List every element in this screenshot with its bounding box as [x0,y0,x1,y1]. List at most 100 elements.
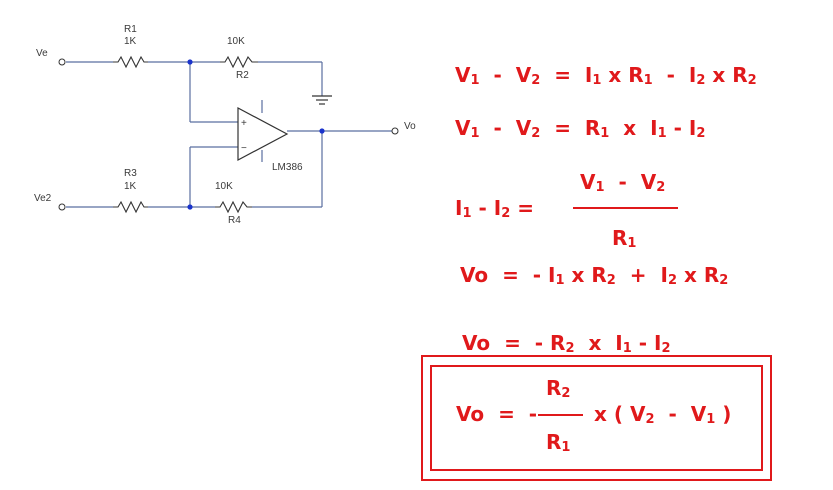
final-vo-lhs: Vo = - [456,404,537,424]
eq1-times1: x [608,63,622,87]
junction-node-a [187,59,193,65]
final-fraction-bar [538,414,583,416]
eq3-i1-sub: 1 [462,206,472,221]
eq1-r1: R [628,63,644,87]
resistor-r3 [113,200,148,214]
resistor-r2 [220,55,258,69]
label-r1-name: R1 [124,24,137,35]
label-r1-value: 1K [124,36,137,47]
eq3-num-v1: V [580,170,596,194]
eq5-times: x [588,331,602,355]
final-neg: - [528,402,538,426]
eq1-i2-sub: 2 [696,73,706,88]
ground-icon [312,95,332,105]
eq5-i2: I [654,331,662,355]
final-equation-outer-box [421,355,772,481]
eq2-minus2: - [673,116,682,140]
eq4-vo: Vo [460,263,489,287]
eq2-equals: = [554,116,571,140]
eq1-v1-sub: 1 [470,73,480,88]
opamp-plus-sign: + [241,118,247,129]
eq5-r: R [550,331,566,355]
eq5-neg: - [534,331,544,355]
final-v2-sub: 2 [645,412,655,427]
eq3-num-v2: V [640,170,657,194]
eq3-equals: = [517,196,534,220]
eq1-r1-sub: 1 [643,73,653,88]
final-rhs: x ( V2 - V1 ) [594,402,732,427]
equation-3-lhs: I1 - I2 = [455,196,534,221]
eq1-v2-sub: 2 [531,73,541,88]
eq3-fraction-bar [573,207,678,209]
eq3-num-minus: - [618,170,627,194]
eq4-r2a-sub: 2 [606,273,616,288]
eq2-i2-sub: 2 [696,126,706,141]
resistor-r1 [113,55,148,69]
eq5-i2-sub: 2 [661,341,671,356]
eq1-r2-sub: 2 [747,73,757,88]
eq1-i1-sub: 1 [592,73,602,88]
final-denominator: R1 [546,432,570,454]
label-r3-name: R3 [124,168,137,179]
eq2-v1: V [455,116,471,140]
eq4-r2b: R [703,263,720,287]
eq2-i2: I [688,116,697,140]
eq1-i1: I [584,63,593,87]
final-equation-inner-box [430,365,763,471]
junction-node-b [187,204,193,210]
eq5-i1: I [615,331,623,355]
eq4-i2-sub: 2 [667,273,677,288]
op-amp-circuit-diagram: Ve Ve2 Vo R1 1K 10K R2 R3 1K 10K R4 + − … [34,24,416,226]
label-opamp-model: LM386 [272,162,303,173]
final-v2: V [629,402,646,426]
final-rparen: ) [722,402,732,426]
eq1-minus2: - [666,63,675,87]
eq2-r1: R [584,116,601,140]
eq2-v2: V [515,116,532,140]
label-r2-name: R2 [236,70,249,81]
equation-2: V1 - V2 = R1 x I1 - I2 [455,116,706,141]
eq5-r-sub: 2 [565,341,575,356]
eq3-i1: I [455,196,463,220]
final-times: x [594,402,607,426]
eq2-v1-sub: 1 [470,126,480,141]
eq2-minus: - [493,116,502,140]
eq5-equals: = [504,331,521,355]
label-r3-value: 1K [124,181,137,192]
final-v1-sub: 1 [706,412,716,427]
eq2-i1: I [650,116,658,140]
eq2-i1-sub: 1 [657,126,667,141]
eq4-r2b-sub: 2 [719,273,729,288]
label-r4-value: 10K [215,181,233,192]
eq4-times1: x [571,263,585,287]
equation-5: Vo = - R2 x I1 - I2 [462,331,671,356]
eq4-r2a: R [591,263,607,287]
wires [66,61,392,208]
eq1-minus: - [493,63,502,87]
eq1-i2: I [688,63,697,87]
eq1-v2: V [515,63,532,87]
final-num-sub: 2 [561,386,571,401]
eq5-minus: - [638,331,648,355]
final-minus: - [668,402,677,426]
eq1-equals: = [554,63,571,87]
eq3-minus: - [478,196,487,220]
terminal-vo [391,127,399,135]
opamp-minus-sign: − [241,143,247,154]
final-equals: = [498,402,515,426]
final-numerator: R2 [546,376,571,401]
equation-3-numerator: V1 - V2 [580,170,666,195]
eq3-num-v2-sub: 2 [656,180,666,195]
label-ve: Ve [36,48,48,59]
equation-3-denominator: R1 [612,228,636,250]
eq1-r2: R [732,63,748,87]
final-num-r: R [546,376,562,400]
eq4-i1: I [548,263,556,287]
eq3-i2: I [493,196,502,220]
eq1-times2: x [712,63,726,87]
eq4-i1-sub: 1 [555,273,565,288]
eq4-equals: = [502,263,519,287]
eq5-vo: Vo [462,331,491,355]
final-v1: V [690,402,707,426]
junction-output [319,128,325,134]
